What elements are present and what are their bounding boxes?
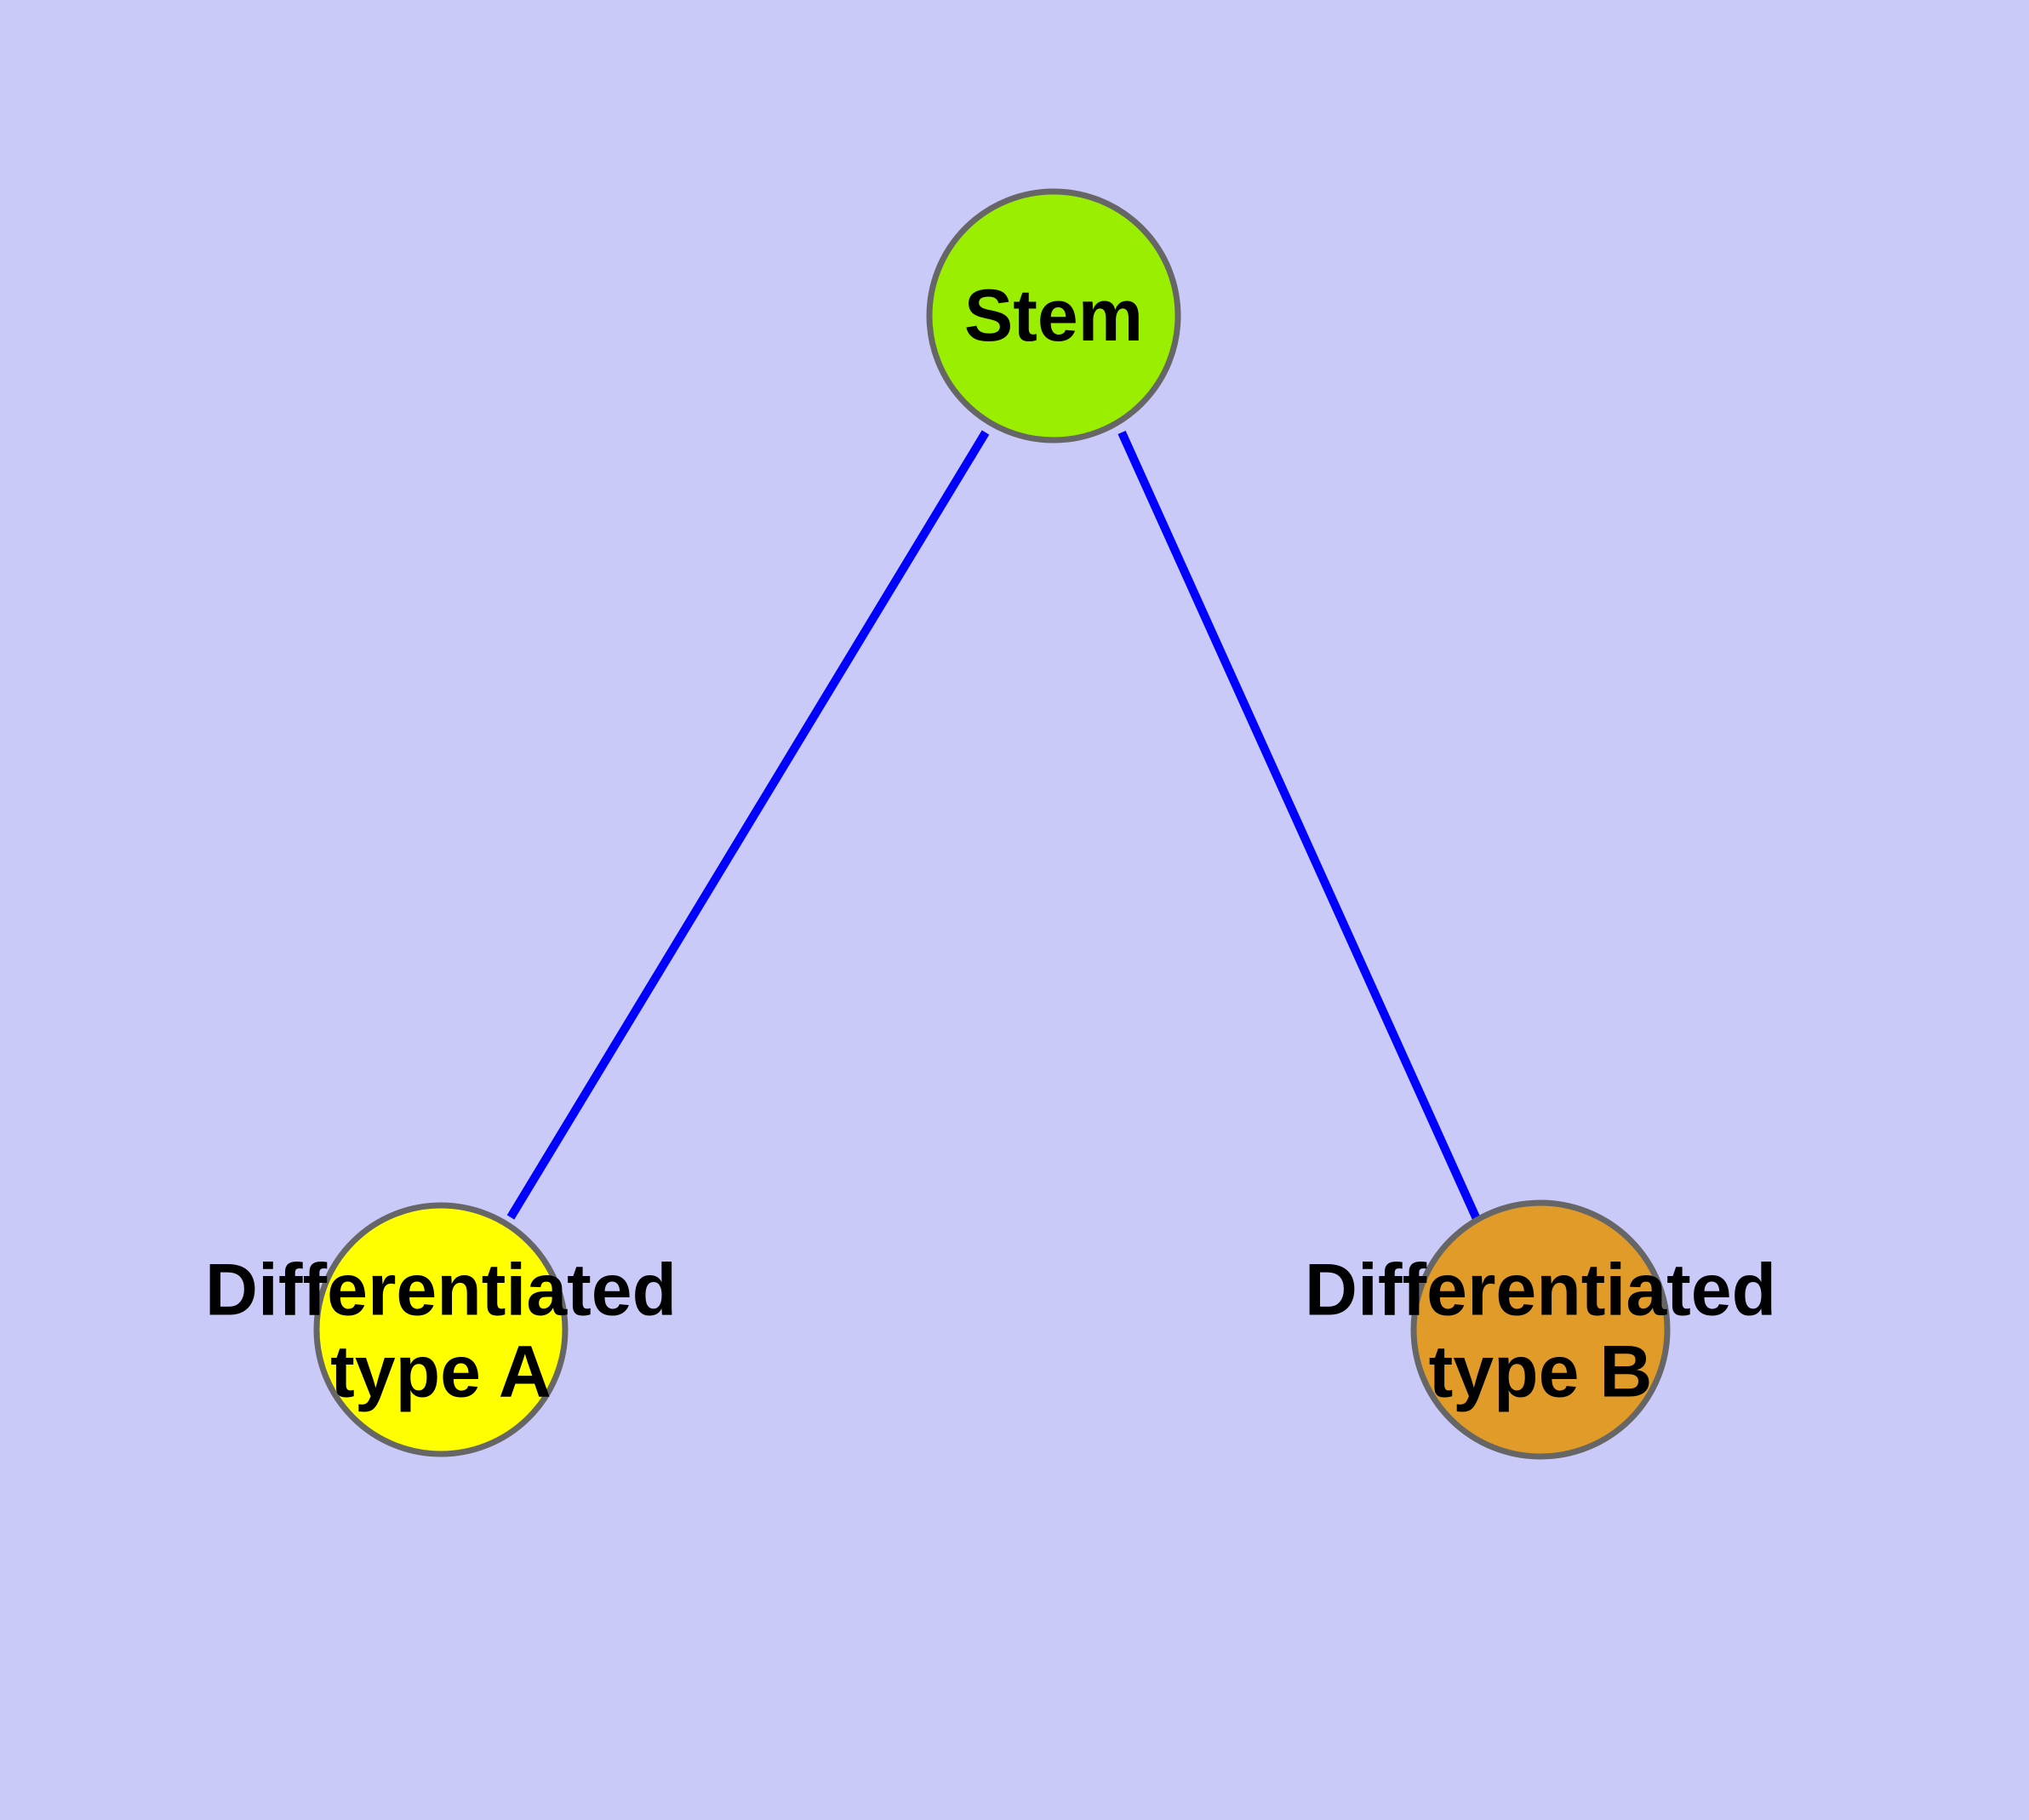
node-differentiated-type-a[interactable] [313,1202,569,1457]
node-stem[interactable] [926,188,1181,444]
edge-layer [506,430,1481,1222]
edge-stem-to-differentiated-type-b[interactable] [1117,430,1481,1222]
node-layer [313,188,1671,1460]
edge-stem-to-differentiated-type-a[interactable] [506,430,990,1220]
node-differentiated-type-b[interactable] [1410,1199,1671,1460]
